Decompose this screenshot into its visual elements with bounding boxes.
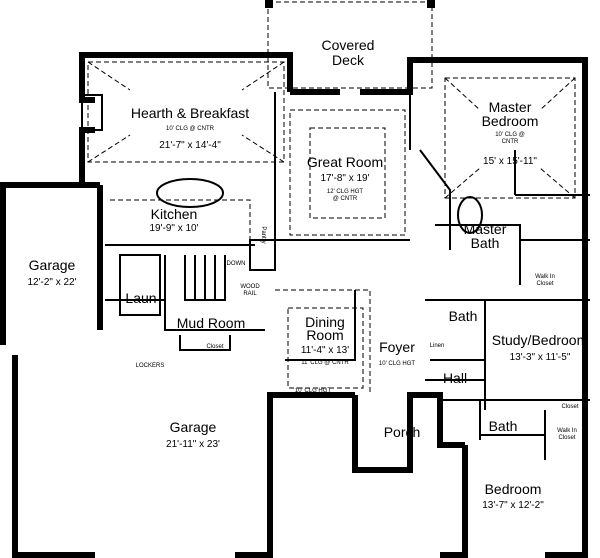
master-bedroom-label-2: Bedroom (482, 113, 539, 129)
walk-in-closet-bedroom-label-2: Closet (558, 435, 575, 441)
hearth-breakfast-label: Hearth & Breakfast (131, 105, 249, 121)
foyer-ceiling: 10' CLG HGT (379, 361, 415, 367)
laundry-label: Laun (125, 290, 156, 306)
lockers-label: LOCKERS (136, 363, 165, 369)
hearth-breakfast-size: 21'-7" x 14'-4" (159, 140, 221, 151)
interior-walls (105, 92, 590, 460)
down-label: DOWN (227, 261, 246, 267)
garage-small-label: Garage (29, 257, 76, 273)
bath-lower-label: Bath (489, 418, 518, 434)
linen-label: Linen (430, 343, 445, 349)
bedroom-size: 13'-7" x 12'-2" (482, 500, 544, 511)
ceiling-outlines (87, 61, 576, 395)
great-room-size: 17'-8" x 19' (320, 173, 369, 184)
walk-in-closet-master-label: Walk In (535, 274, 555, 280)
dining-room-label: Dining (305, 314, 345, 330)
bath-hall-label: Bath (449, 308, 478, 324)
garage-large-size: 21'-11" x 23' (166, 439, 220, 450)
master-bath-label-2: Bath (471, 235, 500, 251)
exterior-walls (0, 52, 588, 558)
pantry-label: Pantry (260, 226, 266, 243)
wood-rail-label: WOOD (240, 284, 260, 290)
dining-room-label-2: Room (306, 327, 343, 343)
study-bedroom-size: 13'-3" x 11'-5" (510, 352, 571, 363)
covered-deck (265, 0, 435, 89)
hearth-breakfast-ceiling: 10' CLG @ CNTR (166, 126, 215, 132)
wood-rail-label-2: RAIL (243, 291, 257, 297)
mud-room-label: Mud Room (177, 315, 245, 331)
kitchen-size: 19'-9" x 10' (149, 223, 198, 234)
foyer-label: Foyer (379, 339, 415, 355)
study-bedroom-label: Study/Bedroom (492, 332, 589, 348)
garage-large-label: Garage (170, 419, 217, 435)
dining-room-size: 11'-4" x 13' (301, 345, 349, 356)
master-bedroom-label: Master (489, 99, 532, 115)
covered-deck-label-2: Deck (332, 52, 365, 68)
hall-label: Hall (443, 370, 467, 386)
porch-label: Porch (384, 424, 421, 440)
walk-in-closet-master-label-2: Closet (536, 281, 553, 287)
master-bedroom-ceiling: 10' CLG @ (495, 132, 525, 138)
kitchen-label: Kitchen (151, 206, 198, 222)
dining-room-ceiling: 11' CLG @ CNTR (301, 360, 349, 366)
walk-in-closet-bedroom-label: Walk In (557, 428, 577, 434)
dining-room-ceiling-edge: 10' CLG HGT (295, 388, 331, 394)
great-room-ceiling-2: @ CNTR (333, 196, 358, 202)
great-room-ceiling: 12' CLG HGT (327, 189, 363, 195)
great-room-label: Great Room (307, 154, 383, 170)
study-closet-label: Closet (561, 404, 578, 410)
master-bedroom-ceiling-2: CNTR (502, 139, 519, 145)
bedroom-label: Bedroom (485, 481, 542, 497)
covered-deck-label: Covered (322, 37, 375, 53)
mud-closet-label: Closet (206, 344, 223, 350)
master-bath-label: Master (464, 221, 507, 237)
master-bedroom-size: 15' x 15'-11" (483, 156, 537, 167)
garage-small-size: 12'-2" x 22' (27, 277, 76, 288)
